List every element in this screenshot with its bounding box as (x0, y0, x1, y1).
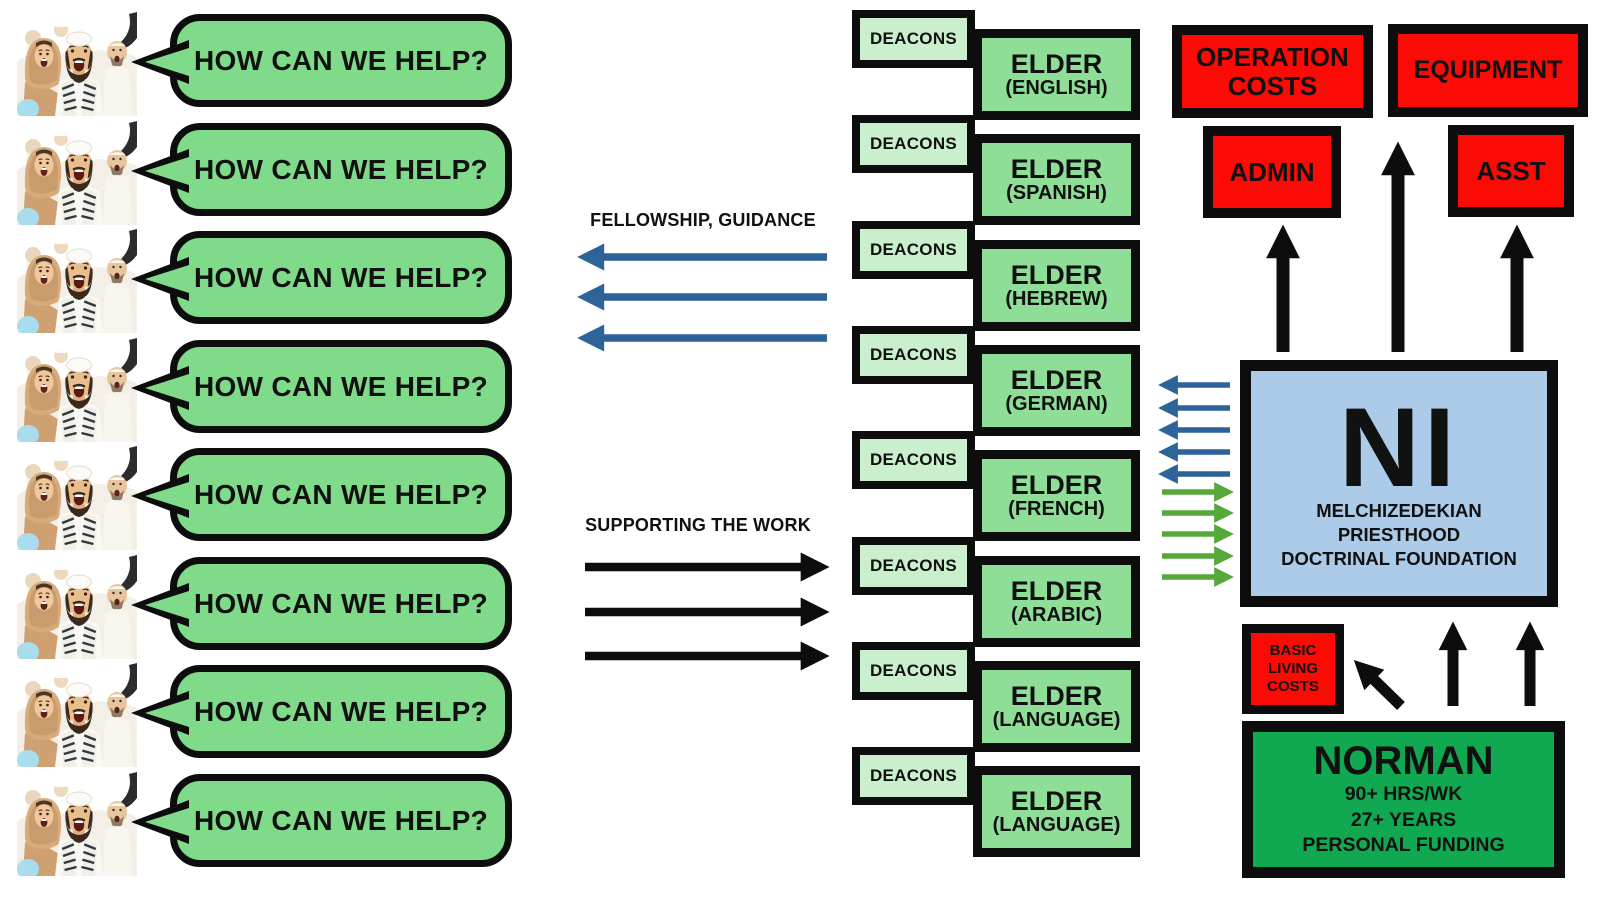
speech-bubble-tail (131, 474, 189, 518)
help-row: HOW CAN WE HELP? (0, 338, 560, 442)
speech-bubble-text: HOW CAN WE HELP? (193, 44, 489, 76)
speech-bubble-tail (131, 257, 189, 301)
speech-bubble-text: HOW CAN WE HELP? (193, 695, 489, 727)
elder-box-english: ELDER (ENGLISH) (973, 29, 1140, 120)
help-row: HOW CAN WE HELP? (0, 446, 560, 550)
deacons-box: DEACONS (852, 431, 975, 489)
basic-living-costs-box: BASIC LIVING COSTS (1242, 624, 1344, 714)
crowd-illustration (17, 772, 137, 876)
elder-language: (FRENCH) (1008, 498, 1105, 521)
speech-bubble: HOW CAN WE HELP? (131, 231, 512, 324)
speech-bubble-tail (131, 583, 189, 627)
elder-language: (ARABIC) (1010, 604, 1103, 627)
crowd-illustration (17, 338, 137, 442)
help-row: HOW CAN WE HELP? (0, 772, 560, 876)
speech-bubble-text: HOW CAN WE HELP? (193, 153, 489, 185)
basic-living-line1: BASIC (1269, 642, 1317, 660)
speech-bubble: HOW CAN WE HELP? (131, 774, 512, 867)
ni-abbr: NI (1339, 384, 1459, 510)
speech-bubble-text: HOW CAN WE HELP? (193, 370, 489, 402)
deacons-box: DEACONS (852, 10, 975, 68)
deacons-box: DEACONS (852, 747, 975, 805)
help-row: HOW CAN WE HELP? (0, 663, 560, 767)
operation-costs-box: OPERATION COSTS (1172, 25, 1373, 118)
norman-line1: 90+ HRS/WK (1344, 782, 1463, 805)
equipment-box: EQUIPMENT (1388, 24, 1588, 117)
speech-bubble: HOW CAN WE HELP? (131, 665, 512, 758)
crowd-illustration (17, 663, 137, 767)
norman-to-ni-arrows (1353, 621, 1545, 710)
help-row: HOW CAN WE HELP? (0, 121, 560, 225)
elders-to-ni-arrows (1162, 482, 1234, 587)
speech-bubble-tail (131, 691, 189, 735)
crowd-illustration (17, 446, 137, 550)
supporting-the-work-label: SUPPORTING THE WORK (585, 515, 811, 535)
basic-living-line3: COSTS (1267, 677, 1319, 695)
elder-title: ELDER (1010, 469, 1103, 500)
ni-box: NI MELCHIZEDEKIAN PRIESTHOOD DOCTRINAL F… (1240, 360, 1558, 607)
elder-title: ELDER (1010, 153, 1103, 184)
fellowship-guidance-label: FELLOWSHIP, GUIDANCE (590, 210, 816, 230)
speech-bubble-text: HOW CAN WE HELP? (193, 804, 489, 836)
elder-box-arabic: ELDER (ARABIC) (973, 556, 1140, 647)
speech-bubble: HOW CAN WE HELP? (131, 14, 512, 107)
elder-box-french: ELDER (FRENCH) (973, 450, 1140, 541)
elder-title: ELDER (1010, 48, 1103, 79)
deacons-box: DEACONS (852, 326, 975, 384)
norman-line2: 27+ YEARS (1350, 808, 1457, 831)
fellowship-arrows (577, 243, 827, 352)
elder-language: (SPANISH) (1006, 182, 1107, 205)
elder-title: ELDER (1010, 364, 1103, 395)
admin-box: ADMIN (1203, 126, 1341, 218)
speech-bubble: HOW CAN WE HELP? (131, 448, 512, 541)
asst-box: ASST (1448, 125, 1574, 217)
elder-box-hebrew: ELDER (HEBREW) (973, 240, 1140, 331)
help-row: HOW CAN WE HELP? (0, 229, 560, 333)
elder-title: ELDER (1010, 785, 1103, 816)
norman-name: NORMAN (1313, 738, 1494, 783)
norman-line3: PERSONAL FUNDING (1302, 834, 1505, 857)
speech-bubble-tail (131, 800, 189, 844)
speech-bubble-text: HOW CAN WE HELP? (193, 587, 489, 619)
speech-bubble-text: HOW CAN WE HELP? (193, 478, 489, 510)
crowd-illustration (17, 12, 137, 116)
speech-bubble: HOW CAN WE HELP? (131, 557, 512, 650)
deacons-box: DEACONS (852, 115, 975, 173)
speech-bubble-tail (131, 366, 189, 410)
elder-title: ELDER (1010, 575, 1103, 606)
elder-box-german: ELDER (GERMAN) (973, 345, 1140, 436)
elder-language: (HEBREW) (1005, 288, 1108, 311)
elder-language: (LANGUAGE) (992, 814, 1121, 837)
crowd-illustration (17, 121, 137, 225)
basic-living-line2: LIVING (1267, 660, 1318, 678)
deacons-box: DEACONS (852, 221, 975, 279)
speech-bubble-text: HOW CAN WE HELP? (193, 261, 489, 293)
speech-bubble: HOW CAN WE HELP? (131, 123, 512, 216)
crowd-illustration (17, 229, 137, 333)
norman-box: NORMAN 90+ HRS/WK 27+ YEARS PERSONAL FUN… (1242, 721, 1565, 878)
ni-subtitle-line2: PRIESTHOOD (1337, 523, 1461, 545)
speech-bubble-tail (131, 40, 189, 84)
deacons-box: DEACONS (852, 642, 975, 700)
elder-box-language-2: ELDER (LANGUAGE) (973, 766, 1140, 857)
speech-bubble-tail (131, 149, 189, 193)
elder-title: ELDER (1010, 680, 1103, 711)
elder-title: ELDER (1010, 259, 1103, 290)
elder-language: (ENGLISH) (1005, 77, 1108, 100)
elder-language: (GERMAN) (1005, 393, 1108, 416)
speech-bubble: HOW CAN WE HELP? (131, 340, 512, 433)
ni-subtitle-line1: MELCHIZEDEKIAN (1316, 499, 1482, 521)
supporting-arrows (585, 552, 830, 671)
help-row: HOW CAN WE HELP? (0, 555, 560, 659)
ni-to-elders-arrows (1158, 375, 1230, 484)
help-row: HOW CAN WE HELP? (0, 12, 560, 116)
crowd-illustration (17, 555, 137, 659)
deacons-box: DEACONS (852, 537, 975, 595)
elder-language: (LANGUAGE) (992, 709, 1121, 732)
elder-box-spanish: ELDER (SPANISH) (973, 134, 1140, 225)
ni-subtitle-line3: DOCTRINAL FOUNDATION (1281, 548, 1517, 570)
elder-box-language-1: ELDER (LANGUAGE) (973, 661, 1140, 752)
